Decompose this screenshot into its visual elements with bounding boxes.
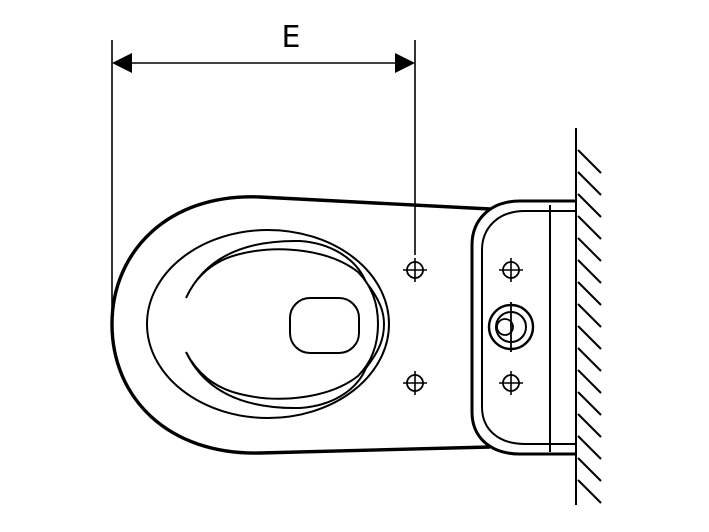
cistern-fixing-bottom-icon: [499, 371, 523, 395]
wall: [575, 128, 602, 505]
wall-hatching: [577, 149, 602, 504]
cistern: [470, 199, 576, 456]
mounting-hole-top-icon: [403, 258, 427, 282]
bowl-outlet: [289, 297, 360, 354]
inner-basin: [185, 239, 386, 410]
flush-button-icon: [487, 302, 535, 352]
arrow-left-icon: [112, 53, 132, 73]
mounting-hole-bottom-icon: [403, 371, 427, 395]
dimension-e: E: [111, 20, 416, 310]
bowl-outline: [110, 195, 491, 455]
dimension-label: E: [282, 20, 301, 55]
cistern-fixing-top-icon: [499, 258, 523, 282]
arrow-right-icon: [395, 53, 415, 73]
cistern-inner: [481, 210, 576, 445]
rim-outer: [146, 229, 390, 419]
cistern-outer: [470, 199, 576, 456]
